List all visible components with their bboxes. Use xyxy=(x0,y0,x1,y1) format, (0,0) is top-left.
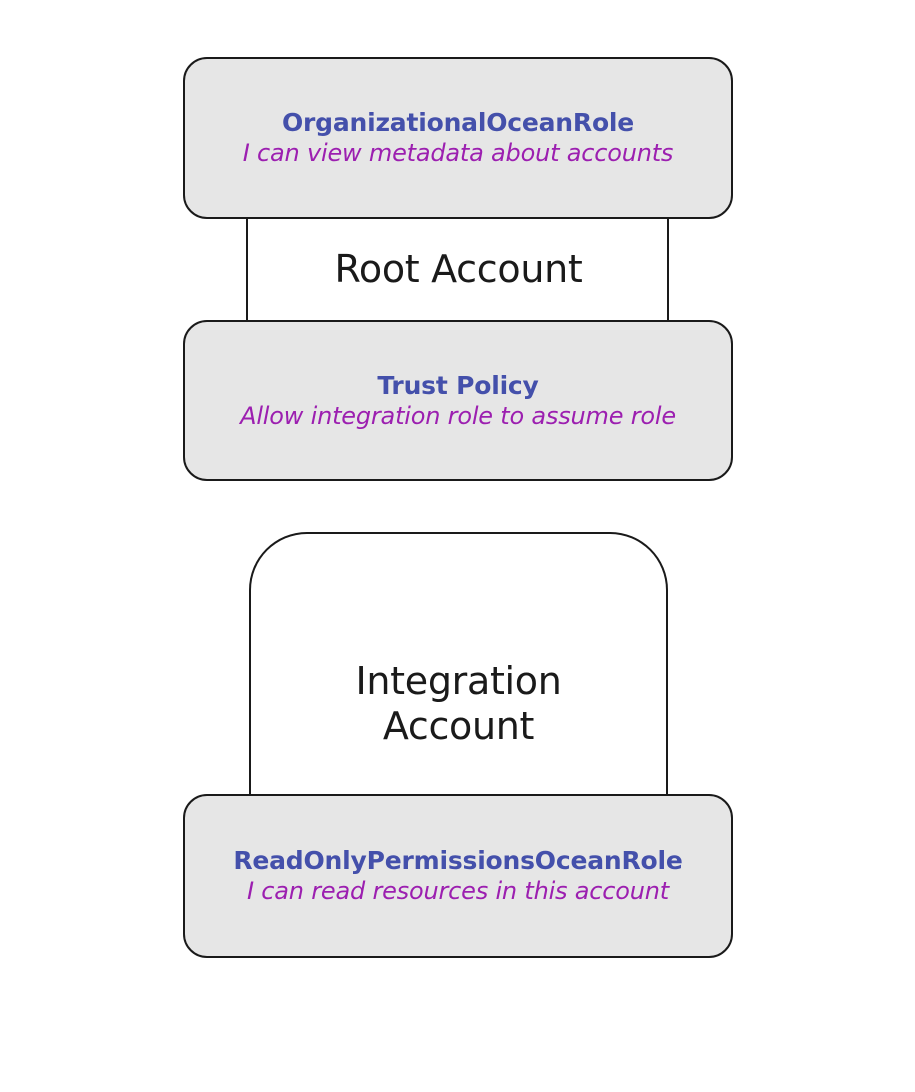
integration-account-container: Integration Account xyxy=(249,532,668,796)
card-readonly-permissions-ocean-role-description: I can read resources in this account xyxy=(247,877,669,906)
card-organizational-ocean-role[interactable]: OrganizationalOceanRole I can view metad… xyxy=(183,57,733,219)
root-account-rail-left xyxy=(246,216,249,322)
card-trust-policy[interactable]: Trust Policy Allow integration role to a… xyxy=(183,320,733,481)
card-organizational-ocean-role-title: OrganizationalOceanRole xyxy=(281,108,635,138)
card-readonly-permissions-ocean-role[interactable]: ReadOnlyPermissionsOceanRole I can read … xyxy=(183,794,733,958)
root-account-label: Root Account xyxy=(334,246,583,291)
card-trust-policy-title: Trust Policy xyxy=(377,370,539,400)
card-readonly-permissions-ocean-role-title: ReadOnlyPermissionsOceanRole xyxy=(233,846,683,876)
card-organizational-ocean-role-description: I can view metadata about accounts xyxy=(242,139,674,168)
root-account-rail-right xyxy=(667,216,670,322)
root-account-container: Root Account xyxy=(247,216,670,322)
integration-account-label: Integration Account xyxy=(355,659,562,748)
card-trust-policy-description: Allow integration role to assume role xyxy=(240,401,676,430)
